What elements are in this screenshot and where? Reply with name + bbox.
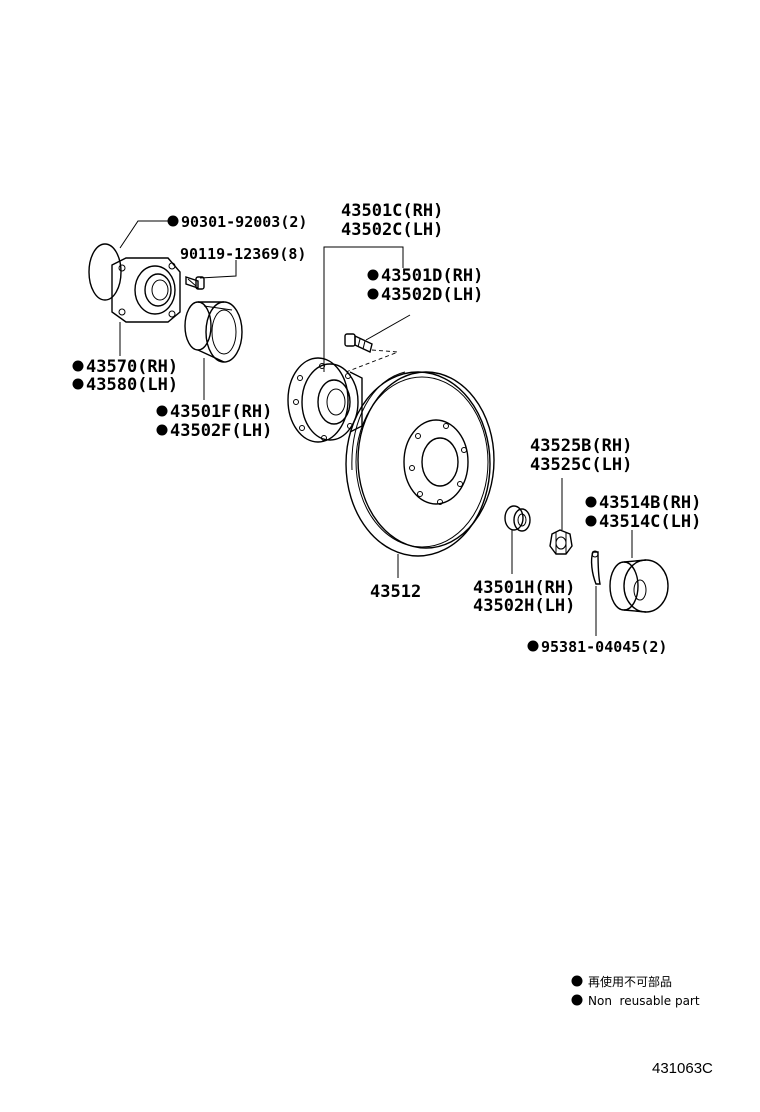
alignment-line-1 <box>371 349 399 353</box>
label-lock-nut-rh: 43525B(RH) <box>530 436 632 456</box>
legend: 再使用不可部品 Non reusable part <box>571 974 700 1008</box>
non-reusable-marker <box>585 496 597 508</box>
leader-small-bolt <box>199 260 237 279</box>
hub-washer[interactable] <box>504 505 531 532</box>
non-reusable-marker <box>156 405 168 417</box>
lock-nut[interactable] <box>549 529 573 555</box>
non-reusable-marker <box>72 360 84 372</box>
label-hub-bearing-lh: 43580(LH) <box>86 375 178 395</box>
non-reusable-marker <box>585 515 597 527</box>
label-washer-rh: 43501H(RH) <box>473 578 575 598</box>
label-cap-rh: 43514B(RH) <box>599 493 701 513</box>
non-reusable-marker <box>72 378 84 390</box>
non-reusable-marker <box>367 269 379 281</box>
axle-hub[interactable] <box>287 357 363 443</box>
label-hub-bolt-rh: 43501D(RH) <box>381 266 483 286</box>
label-gasket: 90301-92003(2) <box>181 213 307 231</box>
gasket-ring[interactable] <box>88 243 122 301</box>
small-bolt[interactable] <box>185 276 205 290</box>
label-washer-lh: 43502H(LH) <box>473 596 575 616</box>
non-reusable-marker <box>156 424 168 436</box>
alignment-line-2 <box>345 351 399 373</box>
label-hub-bolt-lh: 43502D(LH) <box>381 285 483 305</box>
label-hub-bearing-rh: 43570(RH) <box>86 357 178 377</box>
dust-seal[interactable] <box>184 301 243 363</box>
brake-rotor[interactable] <box>345 371 495 557</box>
cotter-pin[interactable] <box>590 550 601 585</box>
hub-bearing-housing[interactable] <box>111 257 181 323</box>
label-hub-rh: 43501C(RH) <box>341 201 443 221</box>
illustration-code: 431063C <box>652 1060 713 1077</box>
leader-hub <box>323 246 404 372</box>
label-seal-rh: 43501F(RH) <box>170 402 272 422</box>
legend-marker-jp <box>571 975 583 987</box>
legend-english: Non reusable part <box>588 994 700 1008</box>
legend-marker-en <box>571 994 583 1006</box>
label-seal-lh: 43502F(LH) <box>170 421 272 441</box>
grease-cap[interactable] <box>609 559 669 613</box>
label-small-bolt: 90119-12369(8) <box>180 245 306 263</box>
non-reusable-marker <box>367 288 379 300</box>
leader-gasket <box>119 220 168 249</box>
hub-bolt[interactable] <box>344 333 373 353</box>
non-reusable-marker <box>167 215 179 227</box>
label-lock-nut-lh: 43525C(LH) <box>530 455 632 475</box>
leader-hub-bolt <box>365 314 411 341</box>
legend-japanese: 再使用不可部品 <box>588 974 672 989</box>
label-cotter-pin: 95381-04045(2) <box>541 638 667 656</box>
non-reusable-marker <box>527 640 539 652</box>
label-cap-lh: 43514C(LH) <box>599 512 701 532</box>
label-hub-lh: 43502C(LH) <box>341 220 443 240</box>
label-rotor: 43512 <box>370 582 421 602</box>
